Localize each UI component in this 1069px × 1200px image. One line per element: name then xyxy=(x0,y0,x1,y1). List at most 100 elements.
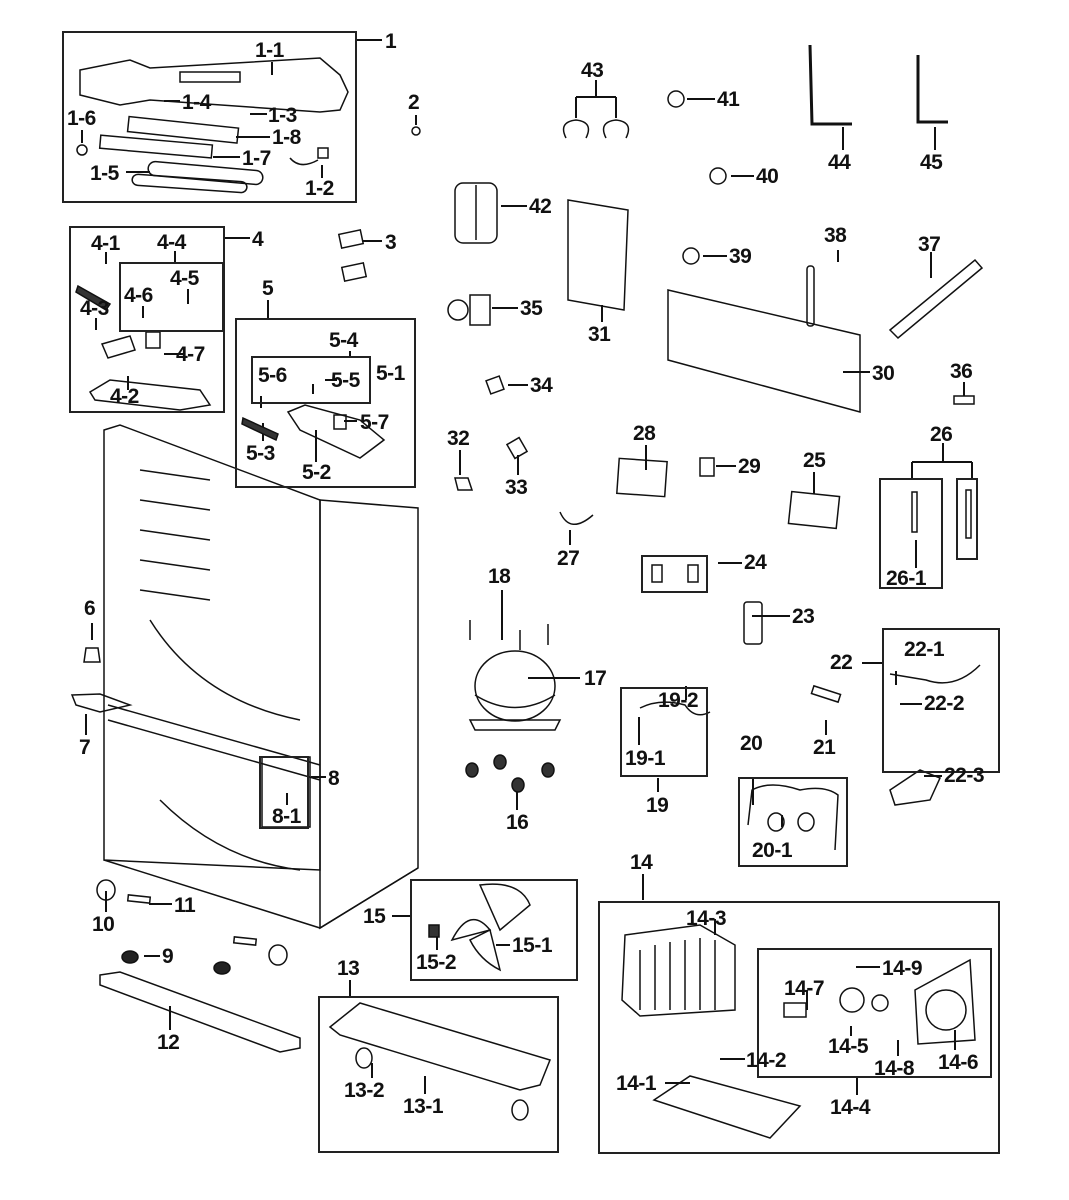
hinge-5-art xyxy=(241,404,386,459)
part-label-27: 27 xyxy=(557,547,580,570)
part-label-10: 10 xyxy=(92,913,115,936)
part-label-8-1: 8-1 xyxy=(272,805,301,828)
cover-42-art xyxy=(454,182,498,244)
part-label-4-2: 4-2 xyxy=(110,385,139,408)
part-label-15-2: 15-2 xyxy=(416,951,457,974)
spring-15-2-art xyxy=(428,924,440,938)
part-21-art xyxy=(810,684,842,704)
part-label-4-7: 4-7 xyxy=(176,343,205,366)
assembly-box-26-1 xyxy=(879,478,943,589)
tubes-26-art xyxy=(911,489,972,539)
part-32-art xyxy=(454,477,474,491)
part-label-16: 16 xyxy=(506,811,529,834)
rod-38-art xyxy=(806,265,815,327)
motor-14-5-art xyxy=(839,987,889,1013)
part-label-14-8: 14-8 xyxy=(874,1057,915,1080)
wire-19-2-art xyxy=(639,701,711,716)
part-label-22-1: 22-1 xyxy=(904,638,945,661)
part-label-36: 36 xyxy=(950,360,973,383)
assembly-box-14-4 xyxy=(757,948,992,1078)
part-label-17: 17 xyxy=(584,667,607,690)
part-label-13-2: 13-2 xyxy=(344,1079,385,1102)
part-label-41: 41 xyxy=(717,88,740,111)
part-label-4-4: 4-4 xyxy=(157,231,186,254)
part-label-4-3: 4-3 xyxy=(80,297,109,320)
part-label-5-3: 5-3 xyxy=(246,442,275,465)
part-24-art xyxy=(651,564,699,583)
part-label-35: 35 xyxy=(520,297,543,320)
part-label-8: 8 xyxy=(328,767,340,790)
part-22-3-art xyxy=(889,769,942,806)
part-label-5-5: 5-5 xyxy=(331,369,360,392)
part-label-4: 4 xyxy=(252,228,264,251)
part-label-14-2: 14-2 xyxy=(746,1049,787,1072)
part-label-14-7: 14-7 xyxy=(784,977,825,1000)
assembly-box-5 xyxy=(235,318,416,488)
part-label-31: 31 xyxy=(588,323,611,346)
part-label-19-2: 19-2 xyxy=(658,689,699,712)
part-label-19-1: 19-1 xyxy=(625,747,666,770)
part-label-1-2: 1-2 xyxy=(305,177,334,200)
part-36-art xyxy=(953,395,975,405)
nut-1-6-art xyxy=(76,144,88,156)
clips-43-art xyxy=(562,119,630,139)
part-label-40: 40 xyxy=(756,165,779,188)
pipe-37-art xyxy=(888,258,984,340)
leveling-foot-9-art xyxy=(121,950,231,975)
part-label-6: 6 xyxy=(84,597,96,620)
part-label-7: 7 xyxy=(79,736,91,759)
part-label-2: 2 xyxy=(408,91,420,114)
part-label-32: 32 xyxy=(447,427,470,450)
bracket-1-8-art xyxy=(126,115,240,144)
part-label-9: 9 xyxy=(162,945,174,968)
assembly-box-22 xyxy=(882,628,1000,773)
assembly-box-24 xyxy=(641,555,708,593)
wire-22-1-art xyxy=(889,664,981,684)
grommets-16-art xyxy=(465,754,555,793)
part-label-22-3: 22-3 xyxy=(944,764,985,787)
part-label-14-6: 14-6 xyxy=(938,1051,979,1074)
part-label-4-5: 4-5 xyxy=(170,267,199,290)
part-label-3: 3 xyxy=(385,231,397,254)
compressor-17-art xyxy=(468,650,562,731)
assembly-box-5-4 xyxy=(251,356,371,404)
cap-6-art xyxy=(83,647,101,663)
part-label-4-1: 4-1 xyxy=(91,232,120,255)
rod-45-art xyxy=(916,55,948,124)
part-label-5-7: 5-7 xyxy=(360,411,389,434)
part-label-24: 24 xyxy=(744,551,767,574)
part-label-1-8: 1-8 xyxy=(272,126,301,149)
grommet-40-art xyxy=(709,167,727,185)
part-label-4-6: 4-6 xyxy=(124,284,153,307)
part-33-art xyxy=(505,436,529,460)
part-label-14-1: 14-1 xyxy=(616,1072,657,1095)
assembly-box-4 xyxy=(69,226,225,413)
grommet-39-art xyxy=(682,247,700,265)
grommet-41-art xyxy=(667,90,685,108)
cover-30-art xyxy=(667,289,861,413)
part-label-1-1: 1-1 xyxy=(255,39,284,62)
part-label-14-4: 14-4 xyxy=(830,1096,871,1119)
part-label-45: 45 xyxy=(920,151,943,174)
heater-20-art xyxy=(747,784,839,851)
pcb-25-art xyxy=(787,490,841,530)
assembly-box-13 xyxy=(318,996,559,1153)
roller-10-art xyxy=(96,879,288,966)
part-label-13: 13 xyxy=(337,957,360,980)
part-label-22-2: 22-2 xyxy=(924,692,965,715)
part-label-26-1: 26-1 xyxy=(886,567,927,590)
refrigerator-cabinet-art xyxy=(103,424,419,930)
bolts-18-art xyxy=(469,608,549,650)
part-label-28: 28 xyxy=(633,422,656,445)
part-23-art xyxy=(743,601,763,645)
part-35-art xyxy=(447,294,491,326)
part-label-22: 22 xyxy=(830,651,853,674)
screw-2-art xyxy=(411,126,421,136)
part-label-21: 21 xyxy=(813,736,836,759)
part-label-26: 26 xyxy=(930,423,953,446)
pcb-28-art xyxy=(616,457,668,498)
part-label-44: 44 xyxy=(828,151,851,174)
part-label-1: 1 xyxy=(385,30,397,53)
